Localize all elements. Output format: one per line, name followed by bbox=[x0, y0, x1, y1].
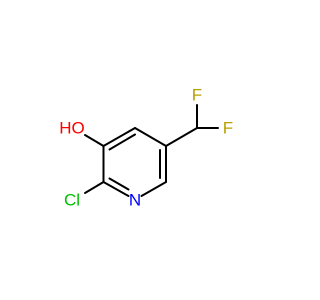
bond-c3-c4-inner bbox=[108, 133, 136, 151]
bond-n1-c2-inner bbox=[108, 177, 130, 191]
bond-c2-chlorine bbox=[84, 181, 105, 194]
bond-c5-cf2h bbox=[165, 127, 198, 147]
bond-c3-c4 bbox=[102, 127, 136, 147]
bond-c3-oxygen bbox=[84, 134, 105, 147]
bond-c6-n1 bbox=[140, 181, 167, 197]
atom-hydroxyl: HO bbox=[59, 119, 85, 138]
molecule-structure: HO Cl N F F bbox=[59, 86, 233, 210]
bond-n1-c2 bbox=[102, 181, 130, 197]
atom-chlorine: Cl bbox=[64, 191, 80, 210]
atom-layer: HO Cl N F F bbox=[59, 86, 233, 210]
bond-c4-c5 bbox=[134, 127, 167, 147]
atom-fluorine-top: F bbox=[192, 86, 202, 105]
atom-fluorine-right: F bbox=[223, 119, 233, 138]
atom-nitrogen: N bbox=[129, 191, 141, 210]
bond-layer bbox=[84, 104, 219, 197]
